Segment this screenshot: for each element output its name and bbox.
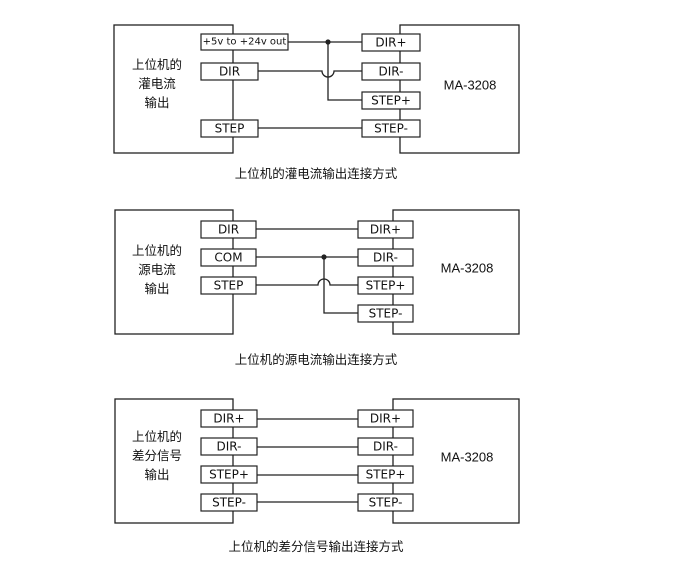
caption: 上位机的源电流输出连接方式 — [235, 352, 398, 367]
svg-text:STEP: STEP — [215, 122, 245, 136]
svg-text:STEP+: STEP+ — [371, 94, 411, 108]
svg-text:STEP-: STEP- — [212, 496, 246, 510]
driver-box — [392, 398, 520, 524]
controller-pin-stepminus: STEP- — [200, 493, 258, 512]
svg-text:DIR: DIR — [219, 65, 240, 79]
controller-label-line2: 差分信号 — [132, 448, 182, 463]
svg-text:DIR-: DIR- — [373, 440, 398, 454]
controller-pin-dirplus: DIR+ — [200, 409, 258, 428]
driver-pin-dirminus: DIR- — [361, 62, 421, 81]
svg-text:STEP-: STEP- — [369, 307, 403, 321]
controller-label-line3: 输出 — [144, 281, 169, 296]
wire-dir — [258, 70, 362, 78]
svg-text:DIR+: DIR+ — [370, 412, 401, 426]
controller-pin-step: STEP — [200, 119, 259, 138]
svg-text:STEP-: STEP- — [369, 496, 403, 510]
caption: 上位机的差分信号输出连接方式 — [228, 539, 404, 554]
junction-dot — [325, 39, 331, 45]
controller-label-line1: 上位机的 — [132, 243, 182, 258]
driver-pin-stepplus: STEP+ — [357, 465, 414, 484]
controller-box — [113, 24, 234, 154]
svg-text:STEP: STEP — [214, 279, 244, 293]
svg-text:DIR-: DIR- — [379, 65, 404, 79]
controller-pin-supply: +5v to +24v out — [200, 33, 289, 51]
svg-text:DIR-: DIR- — [217, 440, 242, 454]
driver-name: MA-3208 — [444, 78, 497, 93]
wire-com-stepminus — [323, 257, 358, 314]
controller-label-line3: 输出 — [144, 467, 169, 482]
svg-text:DIR+: DIR+ — [213, 412, 244, 426]
junction-dot — [321, 254, 327, 260]
wire-step — [256, 278, 358, 286]
driver-pin-stepminus: STEP- — [357, 304, 414, 323]
svg-text:STEP+: STEP+ — [366, 468, 406, 482]
driver-name: MA-3208 — [441, 450, 494, 465]
driver-box — [392, 209, 520, 335]
svg-text:COM: COM — [214, 251, 242, 265]
svg-text:DIR: DIR — [218, 223, 239, 237]
svg-text:DIR-: DIR- — [373, 251, 398, 265]
driver-pin-stepminus: STEP- — [361, 119, 421, 138]
diagram-differential: 上位机的 差分信号 输出 MA-3208 DIR+ DIR- STEP+ STE… — [114, 398, 520, 554]
controller-label-line2: 灌电流 — [138, 76, 176, 91]
controller-pin-dir: DIR — [200, 220, 257, 239]
controller-label-line3: 输出 — [144, 95, 169, 110]
controller-label-line1: 上位机的 — [132, 429, 182, 444]
controller-pin-stepplus: STEP+ — [200, 465, 258, 484]
controller-label-line1: 上位机的 — [132, 57, 182, 72]
svg-text:DIR+: DIR+ — [370, 223, 401, 237]
controller-pin-step: STEP — [200, 276, 257, 295]
driver-name: MA-3208 — [441, 261, 494, 276]
driver-pin-dirplus: DIR+ — [357, 409, 414, 428]
controller-pin-dir: DIR — [200, 62, 259, 81]
diagram-source-current: 上位机的 源电流 输出 MA-3208 DIR COM STEP DIR+ DI… — [114, 209, 520, 367]
svg-text:+5v to +24v out: +5v to +24v out — [203, 37, 287, 48]
svg-text:STEP+: STEP+ — [209, 468, 249, 482]
driver-box — [399, 24, 520, 154]
controller-box — [114, 209, 234, 335]
driver-pin-stepplus: STEP+ — [357, 276, 414, 295]
controller-label-line2: 源电流 — [138, 262, 176, 277]
driver-pin-stepminus: STEP- — [357, 493, 414, 512]
driver-pin-dirminus: DIR- — [357, 437, 414, 456]
svg-text:STEP+: STEP+ — [366, 279, 406, 293]
wire-supply-stepplus — [327, 42, 362, 101]
svg-text:STEP-: STEP- — [374, 122, 408, 136]
svg-text:DIR+: DIR+ — [375, 36, 406, 50]
driver-pin-dirminus: DIR- — [357, 248, 414, 267]
controller-box — [114, 398, 234, 524]
driver-pin-dirplus: DIR+ — [357, 220, 414, 239]
driver-pin-dirplus: DIR+ — [361, 33, 421, 52]
driver-pin-stepplus: STEP+ — [361, 91, 421, 110]
controller-pin-com: COM — [200, 248, 257, 267]
controller-pin-dirminus: DIR- — [200, 437, 258, 456]
diagram-sink-current: 上位机的 灌电流 输出 MA-3208 +5v to +24v out DIR … — [113, 24, 520, 181]
caption: 上位机的灌电流输出连接方式 — [235, 166, 398, 181]
